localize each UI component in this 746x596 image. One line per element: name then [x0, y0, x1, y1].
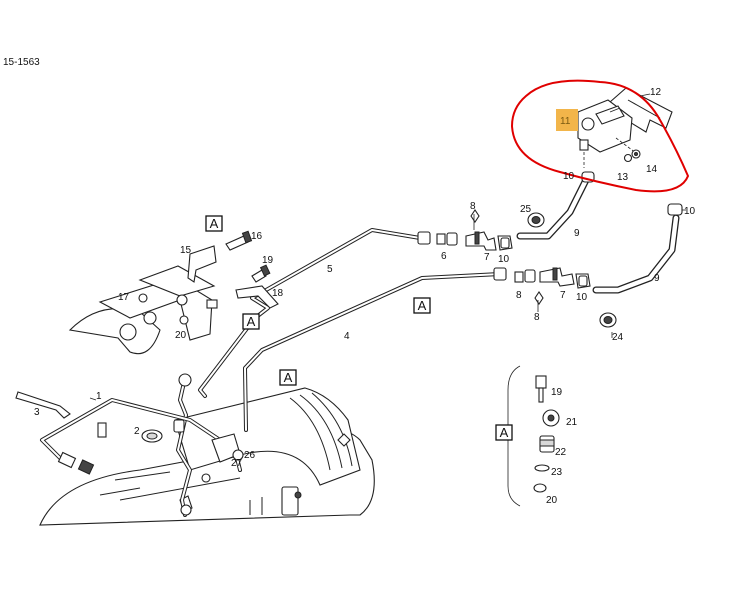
callout-box-a-2: A [242, 313, 260, 330]
part-label-20b: 20 [546, 495, 558, 506]
callout-box-a-3: A [279, 369, 297, 386]
leader-lines [89, 93, 686, 401]
part-label-22: 22 [555, 447, 567, 458]
part-label-8c: 8 [534, 312, 540, 323]
part-label-26: 26 [244, 450, 256, 461]
part-label-19a: 19 [262, 255, 274, 266]
part-label-17: 17 [118, 292, 130, 303]
markup-circle [510, 79, 690, 193]
callout-box-a-5: A [495, 424, 513, 441]
part-label-27: 27 [231, 458, 243, 469]
part-label-19b: 19 [551, 387, 563, 398]
part-label-8b: 8 [516, 290, 522, 301]
part-label-11: 11 [560, 116, 571, 127]
svg-text:A: A [210, 216, 219, 231]
part-label-23: 23 [551, 467, 563, 478]
hose-9-upper [516, 176, 590, 240]
part-label-18: 18 [272, 288, 284, 299]
part-label-10b: 10 [684, 206, 696, 217]
part-label-6: 6 [441, 251, 447, 262]
part-label-1: 1 [96, 391, 102, 402]
part-label-16: 16 [251, 231, 263, 242]
nut-25 [527, 212, 545, 228]
part-label-21: 21 [566, 417, 578, 428]
diagram-reference-code: 15-1563 [3, 57, 40, 68]
pressure-sensor-module [556, 87, 673, 168]
svg-text:A: A [284, 370, 293, 385]
part-label-10a: 10 [563, 171, 575, 182]
part-label-5: 5 [327, 264, 333, 275]
nut-24 [599, 312, 617, 328]
part-label-7a: 7 [484, 252, 490, 263]
hose-9-lower [592, 214, 680, 294]
part-label-24: 24 [612, 332, 624, 343]
callout-box-a-4: A [413, 297, 431, 314]
svg-text:A: A [418, 298, 427, 313]
part-label-7b: 7 [560, 290, 566, 301]
part-number-labels: 1 2 3 4 5 6 7 7 8 8 8 9 9 10 10 10 10 11… [34, 87, 696, 506]
pipe-5 [198, 228, 422, 398]
part-label-4: 4 [344, 331, 350, 342]
part-label-14: 14 [646, 164, 658, 175]
probe-3 [15, 391, 71, 419]
part-label-25: 25 [520, 204, 532, 215]
svg-text:A: A [247, 314, 256, 329]
part-label-2: 2 [134, 426, 140, 437]
bracket-assembly [68, 230, 279, 355]
pipe-4 [243, 272, 502, 432]
svg-text:A: A [500, 425, 509, 440]
part-label-10c: 10 [498, 254, 510, 265]
part-label-10d: 10 [576, 292, 588, 303]
engine-assembly [39, 387, 375, 526]
sensor-harness-1 [40, 398, 244, 483]
part-label-3: 3 [34, 407, 40, 418]
part-label-20a: 20 [175, 330, 187, 341]
part-label-8a: 8 [470, 201, 476, 212]
highlight-box [556, 109, 578, 131]
part-label-12: 12 [650, 87, 662, 98]
fitting-group-upper [417, 209, 513, 251]
pipe-3 [176, 373, 192, 517]
part-label-15: 15 [180, 245, 192, 256]
clamp-2 [141, 429, 163, 443]
part-label-9a: 9 [574, 228, 580, 239]
callout-box-a-1: A [205, 215, 223, 232]
part-label-9b: 9 [654, 273, 660, 284]
part-label-13: 13 [617, 172, 629, 183]
